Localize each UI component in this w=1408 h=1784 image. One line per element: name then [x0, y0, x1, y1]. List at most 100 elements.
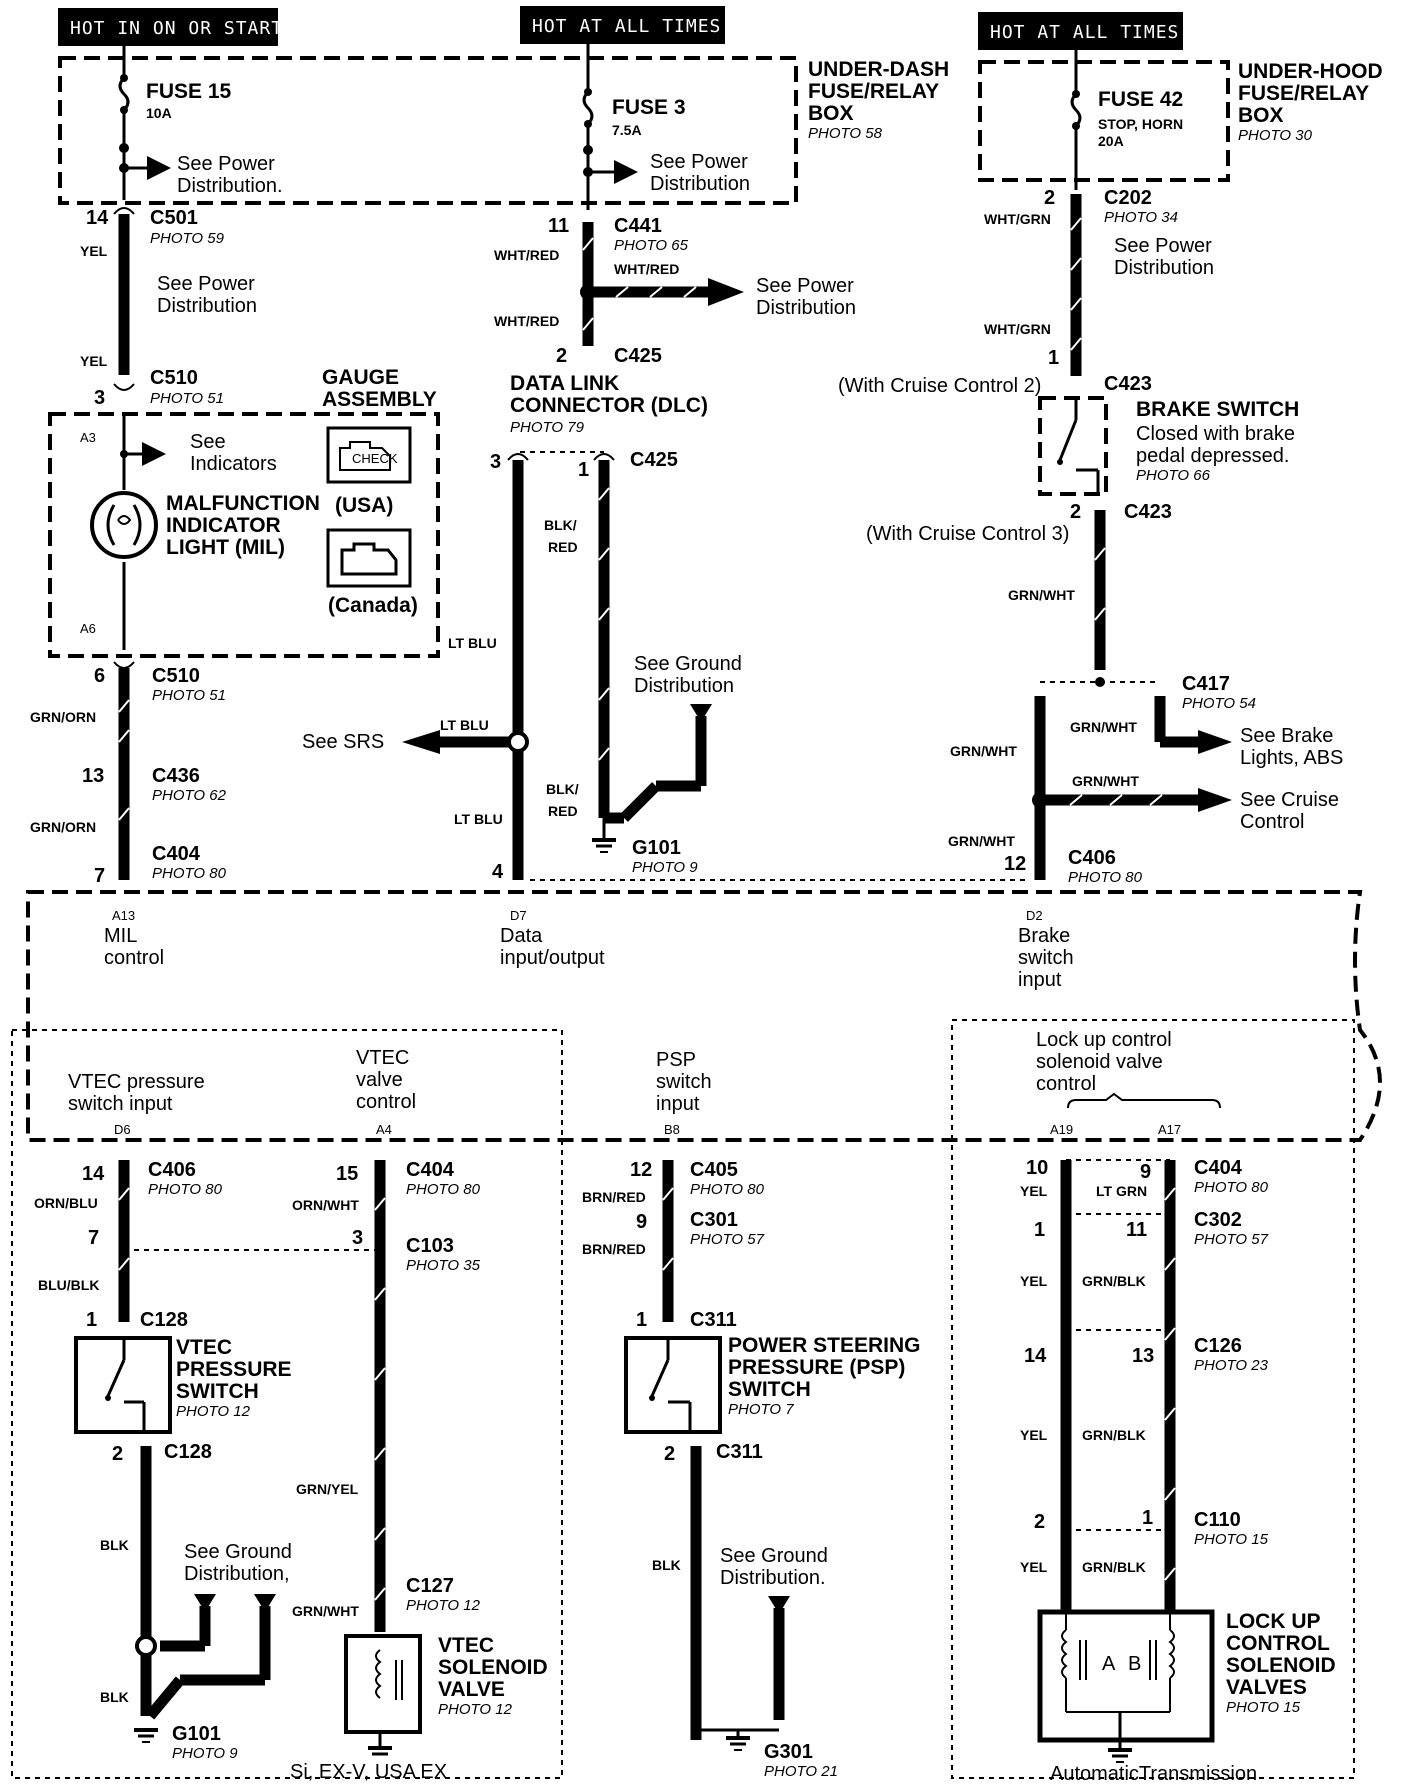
svg-text:PHOTO 12: PHOTO 12: [176, 1403, 251, 1420]
under-hood-fuse-box-label: UNDER-HOOD FUSE/RELAY BOX PHOTO 30: [1238, 60, 1383, 144]
svg-text:G301: G301: [764, 1741, 813, 1763]
header-hot-in-on-or-start: HOT IN ON OR START: [58, 8, 282, 46]
svg-text:LOCK UP: LOCK UP: [1226, 1610, 1321, 1633]
svg-text:C417: C417: [1182, 673, 1230, 695]
svg-text:See Power: See Power: [157, 273, 255, 295]
svg-text:BOX: BOX: [808, 102, 854, 125]
svg-text:G101: G101: [172, 1723, 221, 1745]
svg-text:C406: C406: [148, 1159, 196, 1181]
svg-text:7.5A: 7.5A: [612, 122, 642, 138]
svg-text:PRESSURE (PSP): PRESSURE (PSP): [728, 1356, 905, 1379]
svg-text:BRAKE SWITCH: BRAKE SWITCH: [1136, 398, 1299, 421]
svg-text:2: 2: [1034, 1511, 1045, 1533]
svg-text:14: 14: [82, 1163, 105, 1185]
vtec-pressure-switch-icon: [105, 1338, 146, 1432]
svg-text:See SRS: See SRS: [302, 731, 384, 753]
svg-text:C510: C510: [152, 665, 200, 687]
svg-text:6: 6: [94, 665, 105, 687]
svg-text:C441: C441: [614, 215, 662, 237]
svg-text:C510: C510: [150, 367, 198, 389]
svg-text:control: control: [356, 1091, 416, 1113]
svg-text:VTEC: VTEC: [356, 1047, 409, 1069]
svg-text:C404: C404: [406, 1159, 455, 1181]
svg-text:PHOTO 80: PHOTO 80: [1068, 869, 1143, 886]
svg-text:WHT/GRN: WHT/GRN: [984, 321, 1051, 337]
svg-text:A13: A13: [112, 908, 135, 923]
svg-text:PHOTO 57: PHOTO 57: [1194, 1231, 1269, 1248]
svg-text:PHOTO 21: PHOTO 21: [764, 1763, 838, 1780]
svg-text:WHT/RED: WHT/RED: [494, 313, 559, 329]
svg-text:PHOTO 9: PHOTO 9: [172, 1745, 238, 1762]
svg-text:BLK: BLK: [100, 1537, 129, 1553]
svg-text:See Brake: See Brake: [1240, 725, 1333, 747]
svg-text:PHOTO 7: PHOTO 7: [728, 1401, 794, 1418]
svg-text:Distribution.: Distribution.: [720, 1567, 826, 1589]
svg-text:C404: C404: [152, 843, 201, 865]
svg-text:LT BLU: LT BLU: [454, 811, 503, 827]
svg-text:C311: C311: [690, 1309, 737, 1331]
svg-text:UNDER-DASH: UNDER-DASH: [808, 58, 949, 81]
svg-text:PHOTO 80: PHOTO 80: [148, 1181, 223, 1198]
svg-text:Distribution: Distribution: [650, 173, 750, 195]
svg-text:(USA): (USA): [335, 494, 393, 517]
mil-bulb-icon: [90, 491, 158, 559]
svg-text:C126: C126: [1194, 1335, 1242, 1357]
svg-text:D7: D7: [510, 908, 527, 923]
header-hot-at-all-times-2: HOT AT ALL TIMES: [978, 12, 1183, 50]
svg-text:GRN/ORN: GRN/ORN: [30, 819, 96, 835]
lockup-solenoid-icon: [1061, 1612, 1175, 1763]
header-hot-at-all-times-1: HOT AT ALL TIMES: [520, 6, 725, 44]
svg-text:WHT/RED: WHT/RED: [494, 247, 559, 263]
svg-text:valve: valve: [356, 1069, 403, 1091]
svg-text:C501: C501: [150, 207, 198, 229]
svg-text:Distribution: Distribution: [634, 675, 734, 697]
svg-text:PHOTO 80: PHOTO 80: [1194, 1179, 1269, 1196]
svg-text:See Ground: See Ground: [184, 1541, 292, 1563]
svg-text:AutomaticTransmission: AutomaticTransmission: [1050, 1763, 1257, 1784]
svg-text:C127: C127: [406, 1575, 454, 1597]
svg-text:PHOTO 23: PHOTO 23: [1194, 1357, 1269, 1374]
check-engine-usa-icon: CHECK: [326, 426, 412, 484]
svg-text:PHOTO 58: PHOTO 58: [808, 125, 883, 142]
svg-text:A17: A17: [1158, 1122, 1181, 1137]
svg-text:12: 12: [630, 1159, 652, 1181]
svg-text:3: 3: [490, 451, 501, 473]
dlc-circuit: 11 C441 PHOTO 65 WHT/RED WHT/RED See Pow…: [302, 215, 1030, 883]
svg-text:PHOTO 51: PHOTO 51: [152, 687, 226, 704]
svg-text:1: 1: [1034, 1219, 1045, 1241]
svg-text:VALVE: VALVE: [438, 1678, 505, 1701]
svg-text:FUSE 15: FUSE 15: [146, 80, 232, 103]
mil-circuit: 14 C501 PHOTO 59 YEL See Power Distribut…: [30, 207, 440, 887]
svg-text:GRN/YEL: GRN/YEL: [296, 1481, 359, 1497]
svg-text:PSP: PSP: [656, 1049, 696, 1071]
svg-text:input: input: [1018, 969, 1062, 991]
svg-text:C404: C404: [1194, 1157, 1243, 1179]
svg-text:FUSE/RELAY: FUSE/RELAY: [808, 80, 939, 103]
svg-text:PHOTO 12: PHOTO 12: [438, 1701, 513, 1718]
svg-text:PHOTO 9: PHOTO 9: [632, 859, 698, 876]
under-dash-fuse-box-outline: [58, 56, 798, 205]
svg-text:PHOTO 12: PHOTO 12: [406, 1597, 481, 1614]
svg-text:2: 2: [1070, 501, 1081, 523]
svg-text:1: 1: [636, 1309, 647, 1331]
svg-text:PHOTO 80: PHOTO 80: [406, 1181, 481, 1198]
svg-text:C103: C103: [406, 1235, 454, 1257]
svg-text:POWER STEERING: POWER STEERING: [728, 1334, 921, 1357]
svg-text:VTEC: VTEC: [176, 1336, 232, 1359]
svg-text:See Power: See Power: [177, 153, 275, 175]
svg-text:SOLENOID: SOLENOID: [1226, 1654, 1336, 1677]
svg-text:UNDER-HOOD: UNDER-HOOD: [1238, 60, 1383, 83]
svg-text:BLK/: BLK/: [546, 781, 579, 797]
svg-text:A6: A6: [80, 621, 96, 636]
svg-text:Brake: Brake: [1018, 925, 1070, 947]
pcm-pin-labels: A13 MIL control D7 Data input/output D2 …: [68, 908, 1221, 1137]
svg-text:HOT AT ALL TIMES: HOT AT ALL TIMES: [532, 16, 721, 37]
svg-text:13: 13: [82, 765, 104, 787]
svg-text:PHOTO 30: PHOTO 30: [1238, 127, 1313, 144]
svg-text:C301: C301: [690, 1209, 738, 1231]
svg-text:VTEC: VTEC: [438, 1634, 494, 1657]
svg-text:LT GRN: LT GRN: [1096, 1183, 1147, 1199]
svg-text:13: 13: [1132, 1345, 1154, 1367]
svg-text:PHOTO 65: PHOTO 65: [614, 237, 689, 254]
